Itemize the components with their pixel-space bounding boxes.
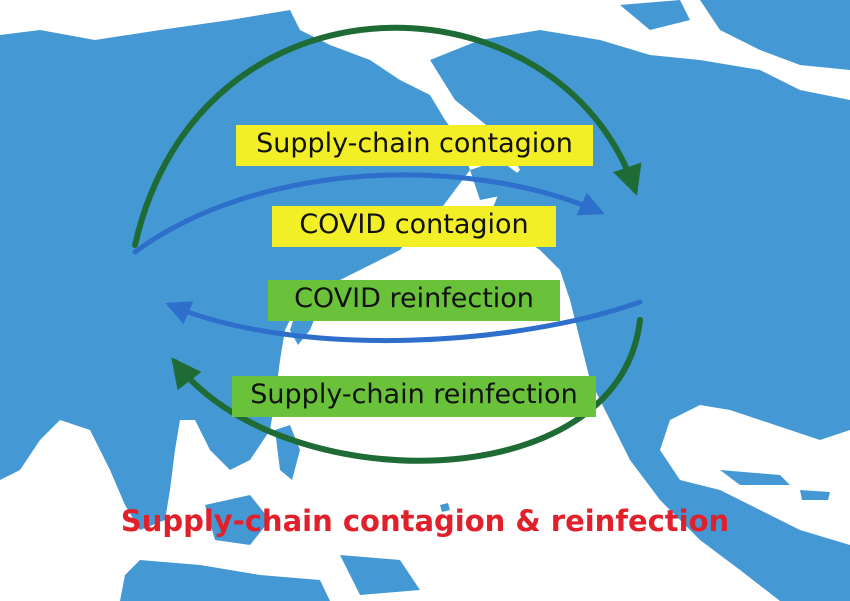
supply-chain-contagion-arrow [132, 24, 642, 248]
borneo-landmass [205, 495, 270, 545]
supply-chain-reinfection-label: Supply-chain reinfection [232, 376, 596, 417]
indonesia-landmass [120, 560, 330, 601]
hawaii-island [440, 503, 450, 512]
covid-contagion-arrow [132, 172, 605, 255]
supply-chain-contagion-label: Supply-chain contagion [236, 125, 593, 166]
covid-reinfection-arrow [165, 299, 643, 343]
covid-reinfection-label: COVID reinfection [268, 280, 560, 321]
caribbean-island [800, 490, 830, 500]
covid-contagion-label: COVID contagion [272, 206, 556, 247]
arctic-island [620, 0, 690, 30]
cuba-landmass [720, 470, 790, 485]
americas-landmass [430, 30, 850, 601]
new-guinea-landmass [340, 555, 420, 595]
diagram-title: Supply-chain contagion & reinfection [120, 504, 730, 538]
eurasia-landmass [0, 10, 470, 530]
greenland-landmass [700, 0, 850, 70]
